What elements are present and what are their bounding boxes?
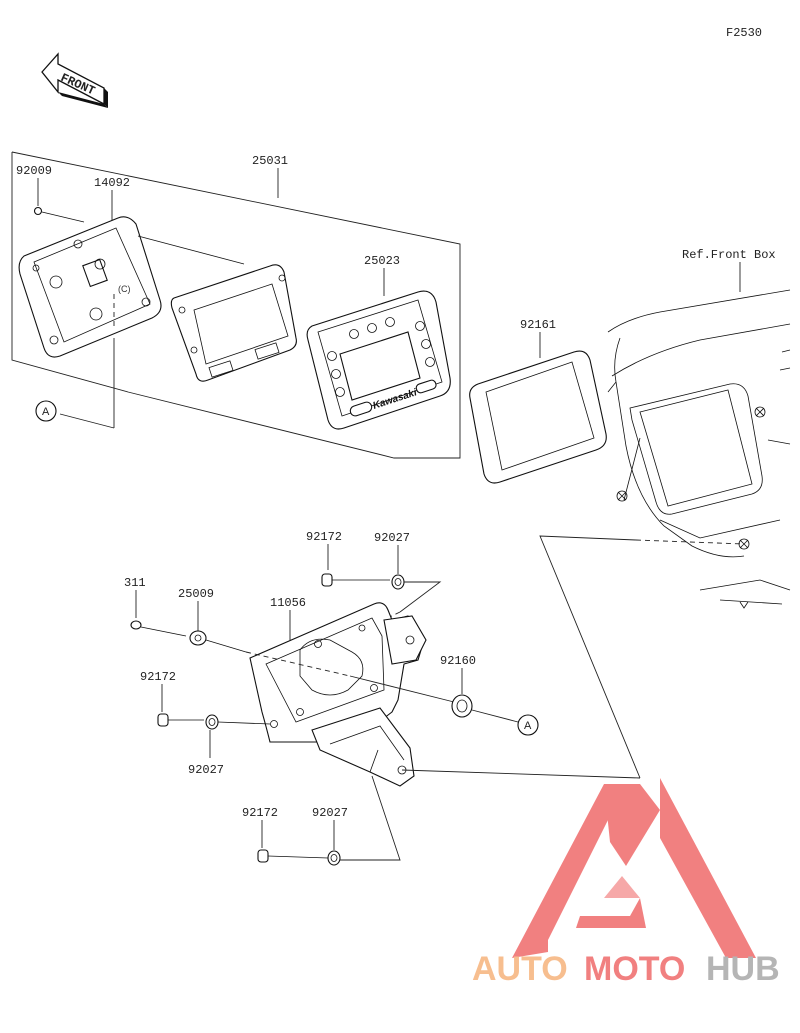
watermark-text-auto: AUTO: [472, 950, 568, 988]
bolt-92172-top-icon: [321, 573, 390, 587]
label-92027-bottom: 92027: [312, 806, 348, 820]
label-14092: 14092: [94, 176, 130, 190]
label-92160: 92160: [440, 654, 476, 668]
grommet-92160-icon: [451, 694, 473, 718]
figure-code: F2530: [726, 26, 762, 40]
label-92027-top: 92027: [374, 531, 410, 545]
nut-311-icon: [130, 620, 142, 630]
watermark-text-moto: MOTO: [584, 950, 685, 988]
label-92161: 92161: [520, 318, 556, 332]
callout-a-left: A: [35, 400, 57, 422]
callout-a-right: A: [517, 714, 539, 736]
label-92172-top: 92172: [306, 530, 342, 544]
front-arrow-icon: FRONT: [41, 52, 108, 108]
svg-text:(C): (C): [118, 284, 131, 294]
callout-a-left-label: A: [42, 406, 50, 418]
label-311: 311: [124, 576, 146, 590]
automotohub-watermark: AUTO MOTO HUB: [472, 778, 780, 988]
bolt-92172-bottom-icon: [257, 849, 329, 863]
label-25009: 25009: [178, 587, 214, 601]
label-92027-mid: 92027: [188, 763, 224, 777]
meter-25023-icon: Kawasaki: [306, 290, 451, 430]
assembly-frame: [11, 151, 461, 459]
label-25031: 25031: [252, 154, 288, 168]
gasket-92161-icon: [469, 350, 607, 484]
front-box-reference-icon: [607, 289, 791, 609]
bracket-11056-icon: [249, 602, 427, 787]
label-92009: 92009: [16, 164, 52, 178]
bolt-92172-mid-icon: [157, 713, 204, 727]
label-11056: 11056: [270, 596, 306, 610]
screw-92009-icon: [33, 206, 85, 223]
lcd-housing-icon: [170, 264, 297, 382]
washer-25009-icon: [189, 630, 207, 646]
nut-92027-top-icon: [391, 574, 405, 590]
nut-92027-mid-icon: [205, 714, 219, 730]
nut-92027-bottom-icon: [327, 850, 341, 866]
rear-cover-14092-icon: (C): [18, 216, 162, 358]
callout-a-right-label: A: [524, 720, 532, 732]
label-25023: 25023: [364, 254, 400, 268]
label-92172-mid: 92172: [140, 670, 176, 684]
label-92172-bottom: 92172: [242, 806, 278, 820]
watermark-text-hub: HUB: [706, 950, 780, 988]
ref-front-box-label: Ref.Front Box: [682, 248, 776, 262]
